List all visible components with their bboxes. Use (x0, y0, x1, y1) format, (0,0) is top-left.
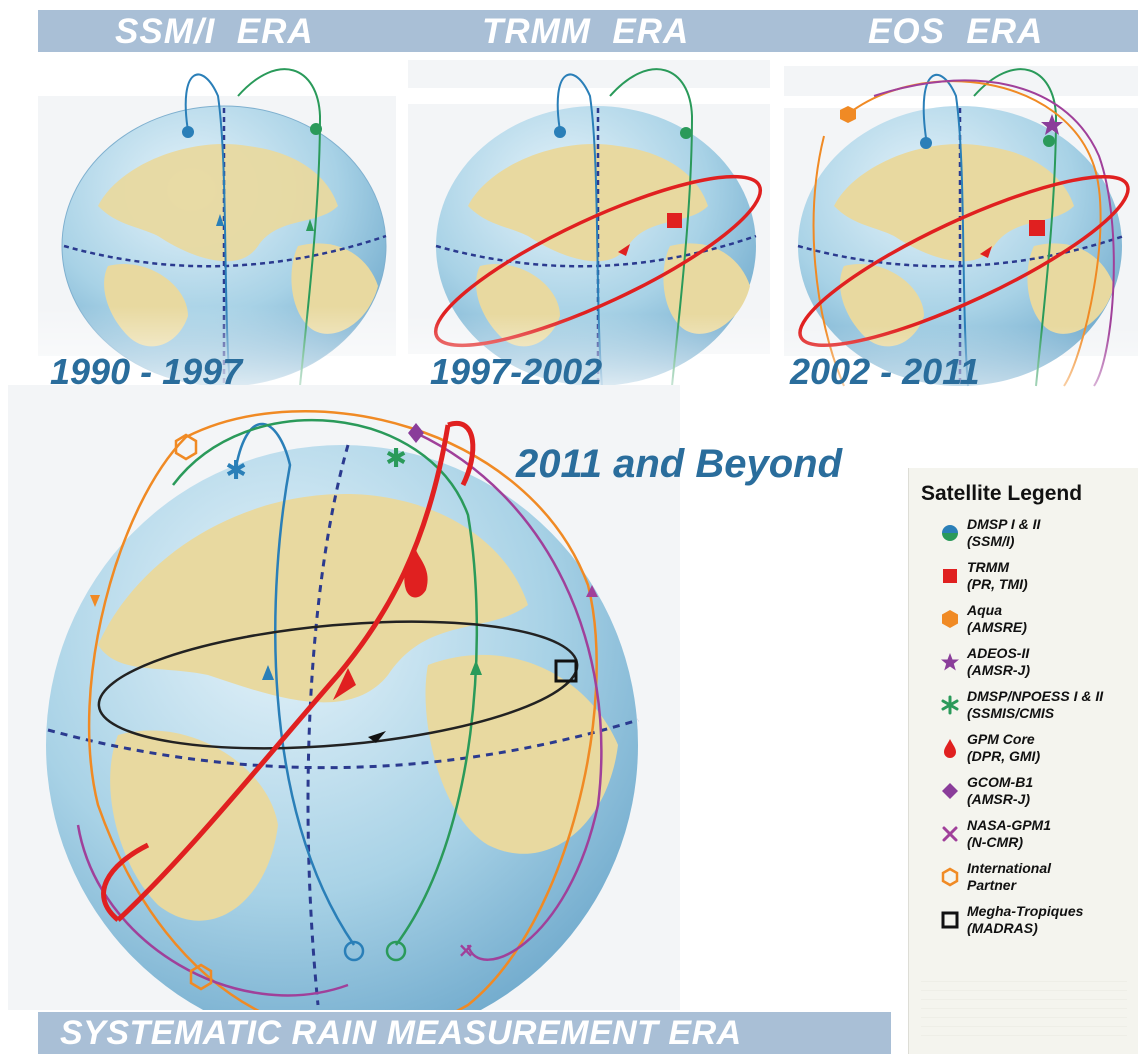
globe-trmm (408, 60, 770, 387)
purple-diamond-icon (942, 783, 958, 799)
dmsp-marker-icon (310, 123, 322, 135)
globe-ssmi (38, 68, 396, 387)
svg-text:✱: ✱ (225, 456, 247, 486)
red-drop-icon (944, 739, 956, 758)
legend-item-dmsp: DMSP I & II (SSM/I) (909, 516, 1138, 558)
legend-title: Satellite Legend (921, 482, 1083, 505)
era-label-ssmi: SSM/I ERA (115, 12, 314, 51)
black-square-outline-icon (941, 911, 959, 929)
adeos-marker-icon (1041, 114, 1063, 135)
green-asterisk-icon (941, 695, 959, 715)
era-label-eos: EOS ERA (868, 12, 1044, 51)
legend-item-gpm-core: GPM Core (DPR, GMI) (909, 731, 1138, 773)
legend-item-nasa-gpm1: NASA-GPM1 (N-CMR) (909, 817, 1138, 859)
legend-item-trmm: TRMM (PR, TMI) (909, 559, 1138, 601)
legend-item-dmsp-npoess: DMSP/NPOESS I & II (SSMIS/CMIS (909, 688, 1138, 730)
legend-item-megha-tropiques: Megha-Tropiques (MADRAS) (909, 903, 1138, 945)
era-label-trmm: TRMM ERA (482, 12, 690, 51)
gpm-core-marker-icon (404, 550, 428, 598)
purple-star-icon (941, 653, 959, 671)
main-era-title: 2011 and Beyond (516, 442, 843, 486)
globe-eos (784, 66, 1138, 404)
international-partner-marker-icon (174, 433, 198, 461)
panel-trmm (408, 56, 770, 387)
footer-bar (38, 1012, 891, 1054)
purple-x-icon (942, 826, 958, 842)
legend-item-international-partner: International Partner (909, 860, 1138, 902)
era-header-bar (38, 10, 1138, 52)
megha-tropiques-marker-icon (554, 659, 578, 683)
svg-text:✱: ✱ (385, 444, 407, 474)
year-label-trmm: 1997-2002 (430, 351, 603, 392)
satellite-legend: Satellite Legend DMSP I & II (SSM/I) TRM… (908, 468, 1138, 1054)
panel-eos (784, 56, 1138, 404)
footer-title: SYSTEMATIC RAIN MEASUREMENT ERA (60, 1014, 742, 1052)
legend-item-adeos: ADEOS-II (AMSR-J) (909, 645, 1138, 687)
aqua-marker-icon (840, 106, 856, 123)
orange-hexagon-outline-icon (941, 867, 959, 887)
globe-main: ✱ ✱ × (8, 385, 680, 1045)
panel-main: ✱ ✱ × (8, 385, 680, 1045)
dmsp-marker-icon (182, 126, 194, 138)
year-label-ssmi: 1990 - 1997 (50, 351, 243, 392)
svg-text:×: × (458, 938, 475, 962)
panel-ssmi (38, 56, 396, 387)
trmm-marker-icon (667, 213, 682, 228)
year-label-eos: 2002 - 2011 (790, 351, 980, 392)
legend-decoration (921, 973, 1127, 1043)
legend-item-aqua: Aqua (AMSRE) (909, 602, 1138, 644)
gcom-marker-icon (408, 423, 424, 443)
orange-hexagon-icon (942, 610, 958, 628)
half-circle-blue-green-icon (942, 525, 958, 541)
legend-item-gcom: GCOM-B1 (AMSR-J) (909, 774, 1138, 816)
red-square-icon (943, 569, 957, 583)
